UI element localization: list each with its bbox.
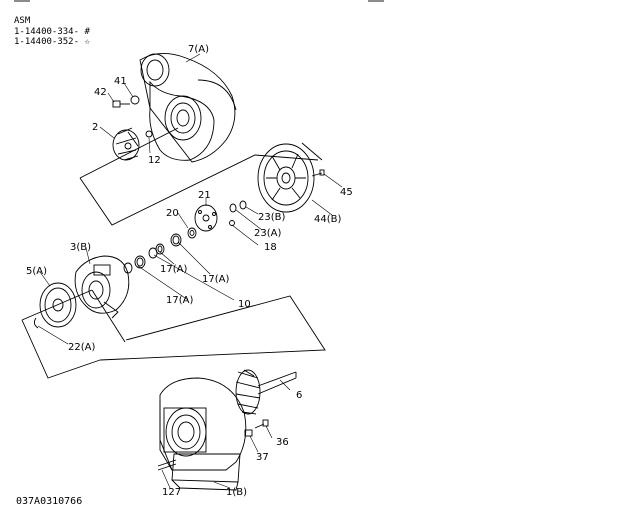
frame-line — [79, 127, 179, 179]
callout-20: 20 — [166, 208, 179, 219]
callout-22a: 22(A) — [68, 342, 95, 353]
callout-12: 12 — [148, 155, 161, 166]
compressor-housing — [139, 53, 237, 163]
callout-17a-3: 17(A) — [166, 295, 193, 306]
turbine-wheel — [235, 369, 297, 415]
callout-23a: 23(A) — [254, 228, 281, 239]
bearing-ring — [148, 247, 158, 259]
callout-18: 18 — [264, 242, 277, 253]
frame-line — [99, 295, 326, 361]
part-number-line-1: 1-14400-334- # — [14, 27, 90, 37]
frame-line — [21, 289, 93, 321]
callout-5a: 5(A) — [26, 266, 47, 277]
turbine-housing — [159, 377, 247, 491]
callout-45: 45 — [340, 187, 353, 198]
bearing-ring — [170, 233, 182, 247]
stud-127 — [157, 459, 177, 471]
part-number-line-2: 1-14400-352- ☆ — [14, 37, 90, 47]
washer-41 — [130, 95, 140, 105]
thrust-plate — [194, 204, 218, 232]
callout-36: 36 — [276, 437, 289, 448]
callout-17a-1: 17(A) — [160, 264, 187, 275]
callout-2: 2 — [92, 122, 98, 133]
seal-23a — [229, 203, 237, 213]
lock-plate-37 — [244, 429, 253, 437]
callouts: 7(A) 41 42 2 12 45 44(B) 23(B) 23(A) 21 … — [26, 44, 353, 498]
callout-42: 42 — [94, 87, 107, 98]
compressor-wheel — [112, 127, 140, 161]
snap-ring-22a — [33, 317, 39, 329]
asm-label: ASM — [14, 16, 31, 26]
bearing-ring — [123, 262, 133, 274]
callout-6: 6 — [296, 390, 302, 401]
frame-line — [21, 319, 101, 379]
callout-37: 37 — [256, 452, 269, 463]
bolt-42 — [112, 100, 130, 108]
seal-23b — [239, 200, 247, 210]
collar-20 — [187, 227, 197, 239]
callout-3b: 3(B) — [70, 242, 91, 253]
seal-plate — [39, 282, 77, 328]
callout-21: 21 — [198, 190, 211, 201]
leader-lines — [37, 53, 343, 489]
callout-44b: 44(B) — [314, 214, 341, 225]
callout-127: 127 — [162, 487, 181, 498]
bearing-ring — [134, 255, 146, 269]
bolt-36 — [254, 419, 269, 429]
callout-7a: 7(A) — [188, 44, 209, 55]
frame-line — [79, 154, 319, 226]
callout-41: 41 — [114, 76, 127, 87]
pin-18 — [229, 220, 235, 226]
frame-line — [301, 142, 323, 161]
callout-1b: 1(B) — [226, 487, 247, 498]
callout-10: 10 — [238, 299, 251, 310]
back-plate — [257, 143, 315, 213]
nut-12 — [145, 130, 153, 138]
callout-23b: 23(B) — [258, 212, 285, 223]
screw-45 — [311, 169, 325, 177]
callout-17a-2: 17(A) — [202, 274, 229, 285]
bearing-housing — [74, 255, 130, 319]
drawing-code: 037A0310766 — [16, 496, 83, 507]
